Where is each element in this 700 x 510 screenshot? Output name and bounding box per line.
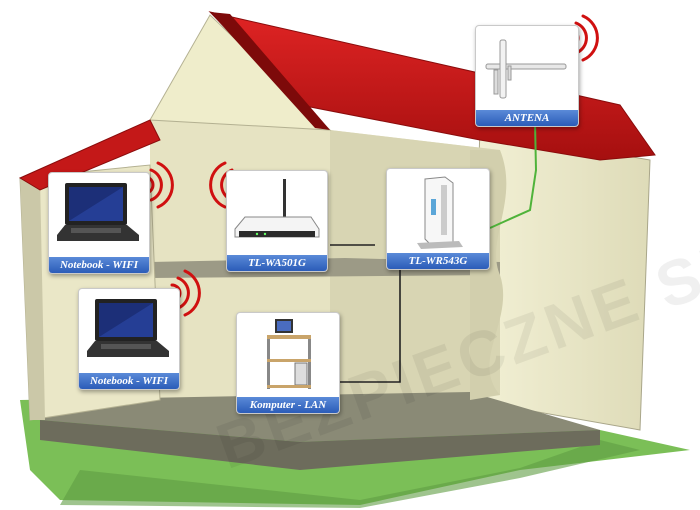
notebook-top-card[interactable]: Notebook - WIFI — [48, 172, 150, 274]
access-point-card[interactable]: TL-WA501G — [226, 170, 328, 272]
access-point-icon — [227, 171, 327, 255]
ground-floor — [30, 392, 600, 442]
antenna-label: ANTENA — [476, 110, 578, 126]
roof-ridge — [210, 12, 330, 130]
lan-router-cable — [340, 270, 401, 383]
laptop-icon — [79, 289, 179, 373]
computer-card[interactable]: Komputer - LAN — [236, 312, 340, 414]
laptop-icon — [49, 173, 149, 257]
notebook-bottom-label: Notebook - WIFI — [79, 373, 179, 389]
router-icon — [387, 169, 489, 253]
antenna-cable — [489, 121, 538, 229]
computer-label: Komputer - LAN — [237, 397, 339, 413]
notebook-bottom-card[interactable]: Notebook - WIFI — [78, 288, 180, 390]
antenna-icon — [476, 26, 578, 110]
floor-front — [40, 420, 600, 470]
left-wall-edge — [20, 178, 45, 420]
desktop-computer-icon — [237, 313, 339, 397]
router-card[interactable]: TL-WR543G — [386, 168, 490, 270]
access-point-label: TL-WA501G — [227, 255, 327, 271]
notebook-top-label: Notebook - WIFI — [49, 257, 149, 273]
antenna-card[interactable]: ANTENA — [475, 25, 579, 127]
grass-shadow — [60, 440, 640, 508]
router-label: TL-WR543G — [387, 253, 489, 269]
